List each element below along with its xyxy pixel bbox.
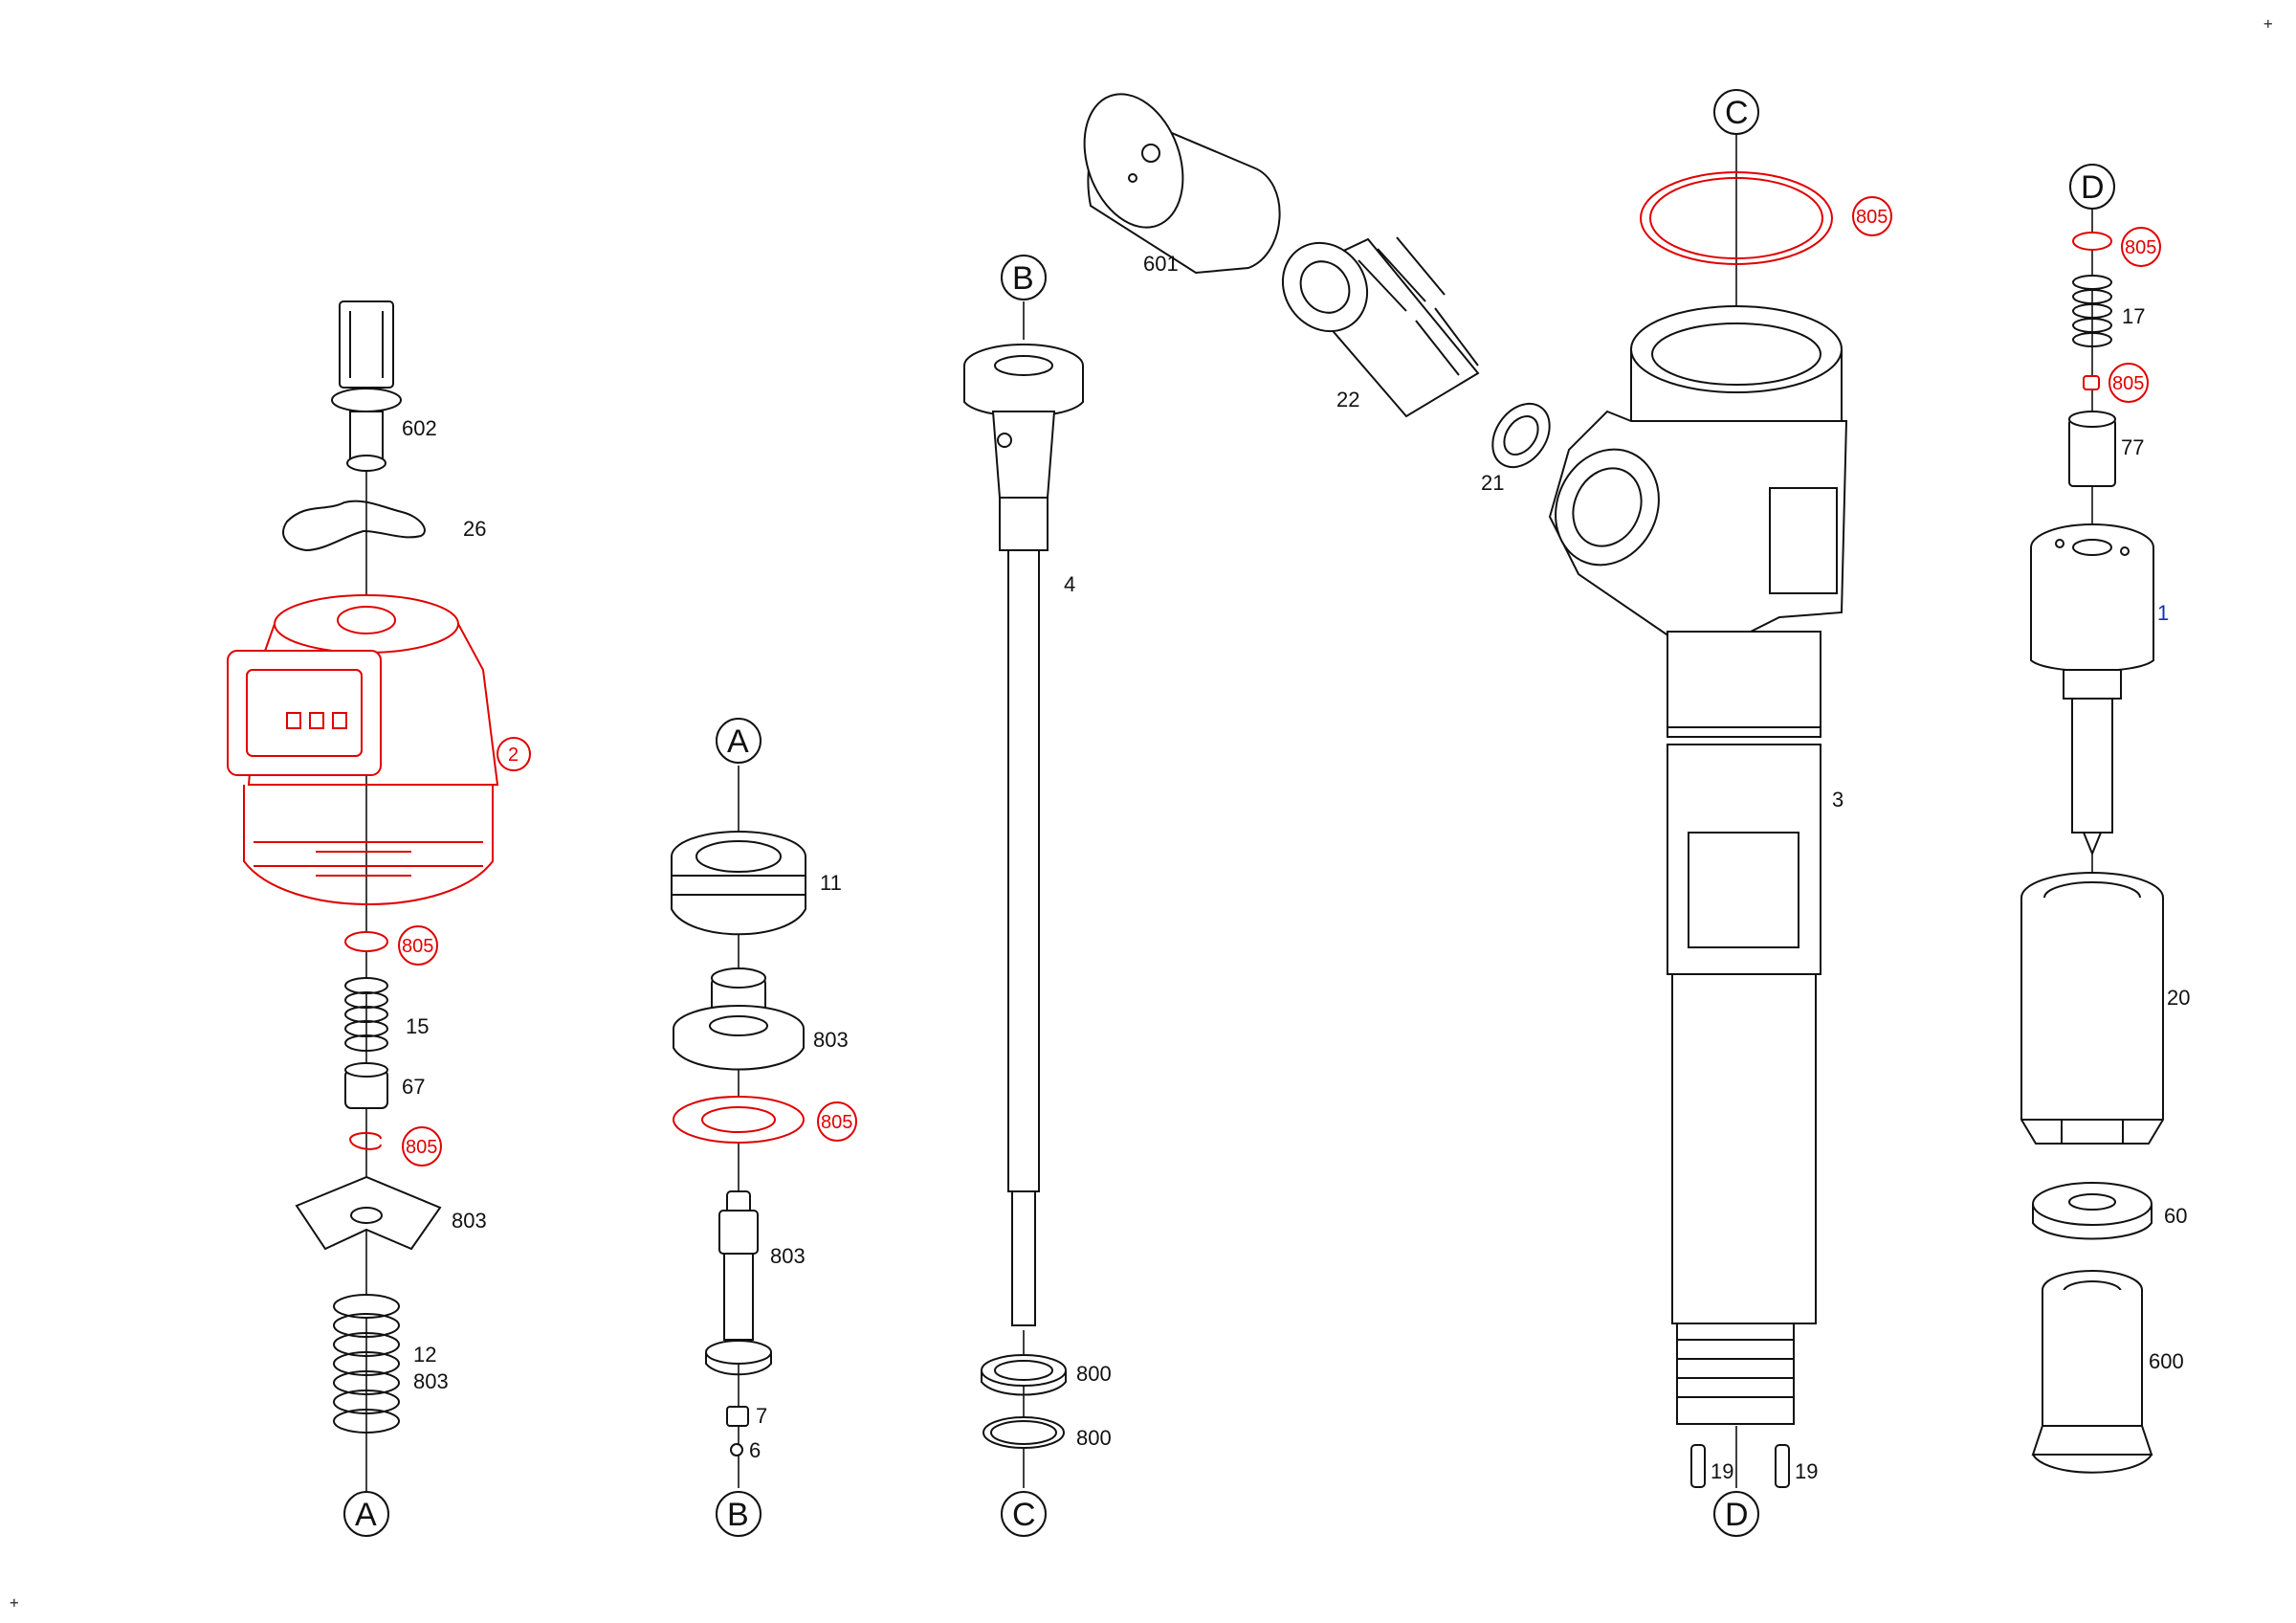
group-solenoid: 602 26 2 805 [227, 300, 531, 1537]
part-6-ball[interactable] [730, 1443, 743, 1456]
part-805-ring-e[interactable] [2072, 232, 2112, 251]
part-67-sleeve[interactable] [344, 1062, 388, 1109]
part-803-valve-seat[interactable] [673, 967, 805, 1071]
part-601-cap[interactable] [1067, 80, 1281, 275]
label-803-c: 803 [813, 1028, 849, 1052]
connector-a-bottom-label: A [355, 1497, 377, 1533]
connector-a-top [716, 718, 762, 764]
part-11-nut[interactable] [671, 831, 806, 936]
label-20: 20 [2167, 986, 2190, 1010]
badge-2 [497, 737, 531, 771]
label-805-f: 805 [2112, 373, 2144, 394]
label-600: 600 [2149, 1349, 2184, 1373]
label-17: 17 [2122, 304, 2145, 328]
label-805-a: 805 [402, 936, 433, 957]
connector-b-top [1001, 255, 1047, 300]
part-805-ring-f[interactable] [2083, 375, 2100, 390]
label-67: 67 [402, 1075, 425, 1099]
badge-805-c [817, 1101, 857, 1142]
part-17-spring[interactable] [2072, 275, 2112, 347]
label-1: 1 [2157, 601, 2169, 625]
label-60: 60 [2164, 1204, 2187, 1228]
label-3: 3 [1832, 788, 1843, 812]
part-805-ring-b[interactable] [348, 1132, 382, 1150]
connector-b-top-label: B [1012, 260, 1034, 297]
label-803-b: 803 [413, 1369, 449, 1393]
group-injector-body: 601 22 21 C 805 [1067, 80, 1892, 1537]
label-4: 4 [1064, 572, 1075, 596]
part-4-push-rod[interactable] [963, 344, 1084, 1326]
label-21: 21 [1481, 471, 1504, 495]
connector-c-bottom [1001, 1491, 1047, 1537]
badge-805-f [2108, 363, 2149, 403]
part-20-nozzle-nut[interactable] [2020, 872, 2164, 1145]
part-7-pin[interactable] [726, 1406, 749, 1427]
connector-d-top-label: D [2081, 169, 2105, 206]
part-2-solenoid[interactable] [227, 594, 499, 905]
corner-mark-bottom-left: + [10, 1593, 19, 1612]
part-21-washer[interactable] [1481, 393, 1561, 478]
connector-d-bottom [1713, 1491, 1759, 1537]
part-600-sleeve[interactable] [2031, 1270, 2153, 1474]
part-805-washer-c[interactable] [673, 1096, 805, 1144]
part-800-ring-b[interactable] [982, 1416, 1065, 1449]
part-26-clip[interactable] [282, 500, 426, 552]
part-77-spacer[interactable] [2068, 411, 2116, 487]
part-19-pin-b[interactable] [1775, 1444, 1790, 1488]
part-19-pin-a[interactable] [1690, 1444, 1706, 1488]
label-800-b: 800 [1076, 1426, 1112, 1450]
label-601: 601 [1143, 252, 1179, 276]
part-22-fitting[interactable] [1266, 227, 1480, 418]
connector-c-bottom-label: C [1012, 1497, 1036, 1533]
label-602: 602 [402, 416, 437, 440]
label-19-b: 19 [1795, 1459, 1818, 1483]
label-803-d: 803 [770, 1244, 806, 1268]
badge-805-b [402, 1126, 442, 1167]
connector-b-bottom [716, 1491, 762, 1537]
label-12: 12 [413, 1343, 436, 1367]
corner-mark-top-right: + [2263, 14, 2273, 33]
label-77: 77 [2121, 435, 2144, 459]
part-3-injector-body[interactable] [1537, 305, 1848, 1425]
label-6: 6 [749, 1438, 761, 1462]
group-push-rod: B 4 800 800 C [963, 255, 1112, 1537]
label-26: 26 [463, 517, 486, 541]
badge-805-a [398, 925, 438, 966]
group-nozzle: D 805 17 805 77 [2020, 164, 2190, 1474]
connector-b-bottom-label: B [727, 1497, 749, 1533]
label-22: 22 [1336, 388, 1359, 411]
part-803-armature[interactable] [295, 1175, 442, 1251]
part-800-ring-a[interactable] [981, 1354, 1067, 1396]
label-805-b: 805 [406, 1137, 437, 1158]
part-803-plunger[interactable] [705, 1190, 772, 1376]
label-805-e: 805 [2125, 237, 2156, 258]
label-803-a: 803 [452, 1209, 487, 1233]
connector-a-bottom [343, 1491, 389, 1537]
label-19-a: 19 [1711, 1459, 1733, 1483]
label-805-d: 805 [1856, 207, 1888, 228]
part-12-spring[interactable] [333, 1294, 400, 1434]
connector-a-top-label: A [727, 723, 749, 760]
label-11: 11 [820, 871, 842, 895]
part-602-plug[interactable] [331, 300, 402, 472]
part-805-ring-a[interactable] [344, 931, 388, 952]
label-15: 15 [406, 1014, 429, 1038]
part-15-spring[interactable] [344, 977, 388, 1052]
part-805-ring-d[interactable] [1640, 171, 1833, 265]
part-1-nozzle[interactable] [2030, 523, 2154, 856]
label-805-c: 805 [821, 1112, 852, 1133]
label-7: 7 [756, 1404, 767, 1428]
group-valve: A 11 803 805 [671, 718, 857, 1537]
label-2: 2 [508, 745, 519, 766]
connector-c-top-label: C [1725, 95, 1749, 131]
badge-805-d [1852, 196, 1892, 236]
part-60-washer[interactable] [2032, 1182, 2152, 1240]
label-800-a: 800 [1076, 1362, 1112, 1386]
badge-805-e [2121, 227, 2161, 267]
connector-d-bottom-label: D [1725, 1497, 1749, 1533]
